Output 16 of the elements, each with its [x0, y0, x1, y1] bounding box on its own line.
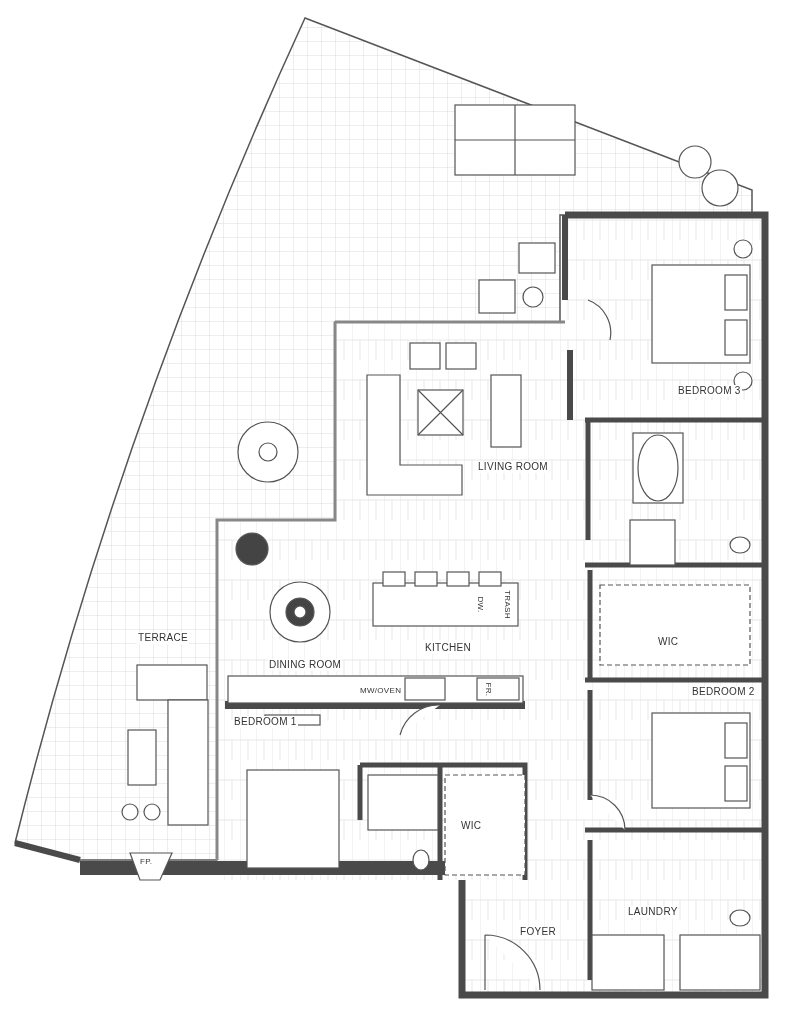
room-label: WIC [657, 636, 680, 648]
room-label: BEDROOM 2 [691, 686, 756, 698]
room-label: FOYER [519, 926, 557, 938]
room-label: LAUNDRY [627, 906, 679, 918]
fireplace-label: FP. [140, 857, 153, 866]
room-label: BEDROOM 1 [233, 716, 298, 728]
room-label: DINING ROOM [268, 659, 343, 671]
room-label: BEDROOM 3 [677, 385, 742, 397]
appliance-label: FR. [484, 682, 494, 697]
appliance-label: TRASH [502, 590, 512, 619]
room-label: LIVING ROOM [477, 461, 549, 473]
room-label: WIC [460, 820, 483, 832]
appliance-label: DW. [475, 596, 485, 613]
room-label: KITCHEN [424, 642, 472, 654]
appliance-label: MW/OVEN [360, 686, 402, 695]
room-label: TERRACE [137, 632, 189, 644]
